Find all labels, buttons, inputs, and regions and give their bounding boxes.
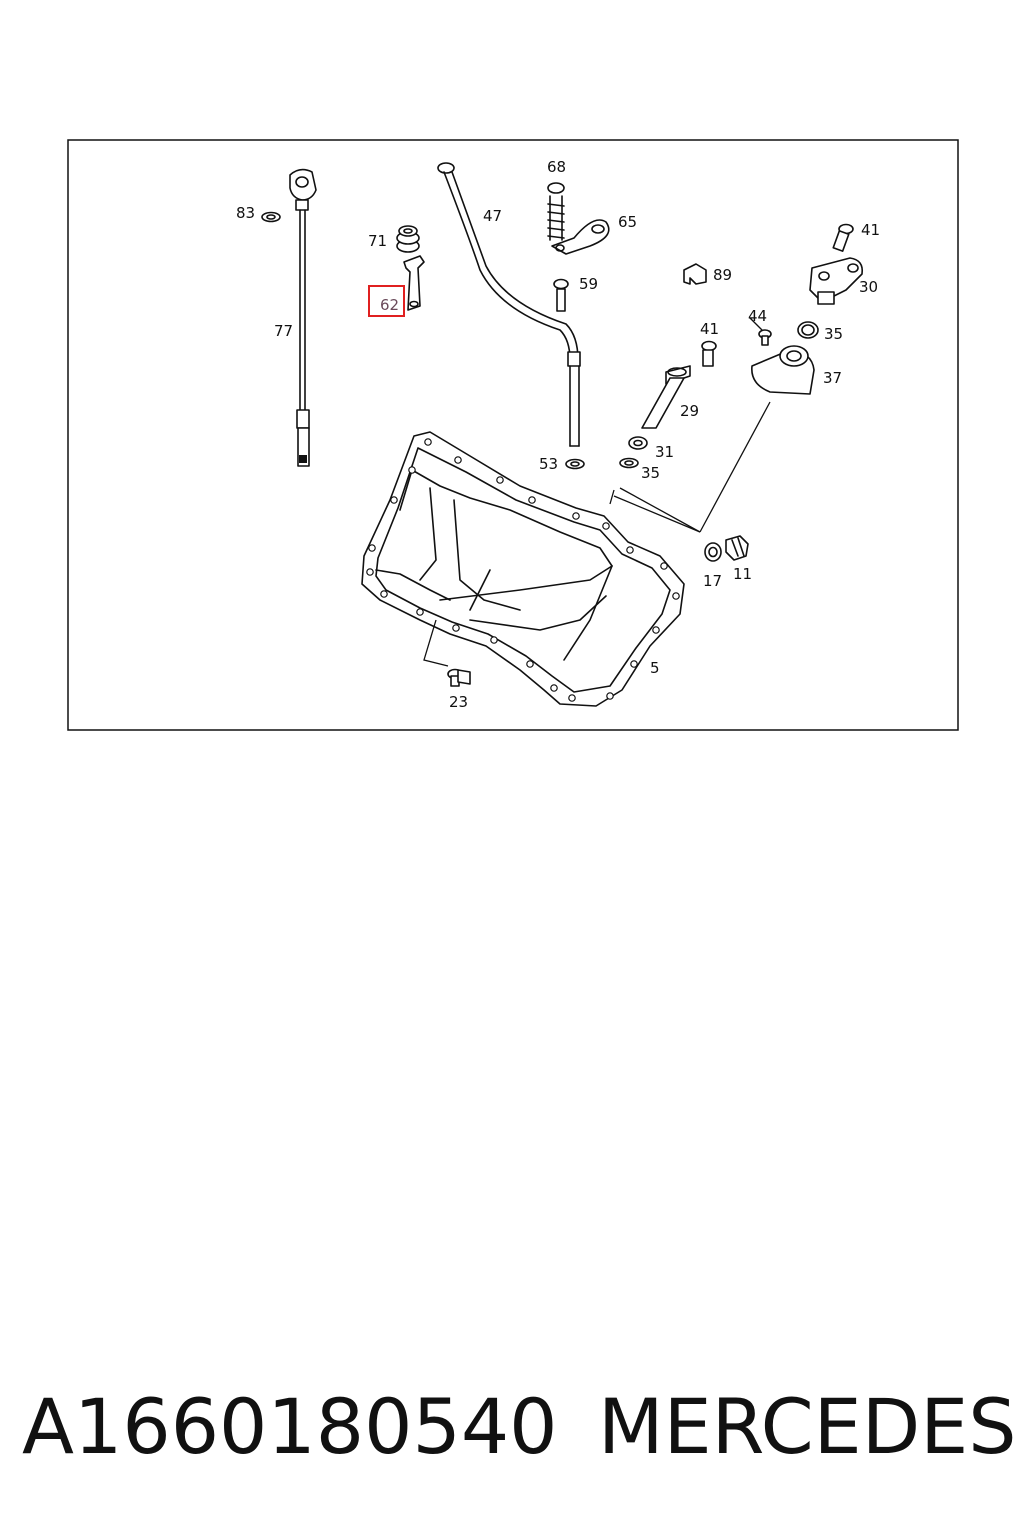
- bolt-59-part[interactable]: [553, 278, 569, 312]
- callout-47[interactable]: 47: [483, 207, 502, 225]
- callout-23[interactable]: 23: [449, 693, 468, 711]
- callout-41-middle[interactable]: 41: [700, 320, 719, 338]
- callout-41-top[interactable]: 41: [861, 221, 880, 239]
- callout-17[interactable]: 17: [703, 572, 722, 590]
- callout-44[interactable]: 44: [748, 307, 767, 325]
- oil-pan-part[interactable]: [361, 431, 685, 707]
- drain-plug-part[interactable]: [725, 535, 749, 561]
- callout-68[interactable]: 68: [547, 158, 566, 176]
- callout-59[interactable]: 59: [579, 275, 598, 293]
- callout-31[interactable]: 31: [655, 443, 674, 461]
- callout-35-right[interactable]: 35: [824, 325, 843, 343]
- callout-89[interactable]: 89: [713, 266, 732, 284]
- callout-71[interactable]: 71: [368, 232, 387, 250]
- callout-65[interactable]: 65: [618, 213, 637, 231]
- callouts: 83 77 71 62 47 68 65 59 53 89 41 30 44 3…: [236, 158, 880, 711]
- leader-lines: [423, 317, 771, 667]
- callout-77[interactable]: 77: [274, 322, 293, 340]
- guide-tube-part[interactable]: [437, 162, 581, 447]
- callout-37[interactable]: 37: [823, 369, 842, 387]
- footer: A1660180540 MERCEDES: [0, 1372, 1024, 1482]
- dipstick-part[interactable]: [289, 168, 317, 467]
- parts-diagram: 83 77 71 62 47 68 65 59 53 89 41 30 44 3…: [67, 139, 959, 731]
- sealing-ring-17-part[interactable]: [704, 542, 722, 562]
- callout-35-left[interactable]: 35: [641, 464, 660, 482]
- part-number: A1660180540: [22, 1382, 558, 1471]
- callout-30[interactable]: 30: [859, 278, 878, 296]
- seal-31-part[interactable]: [628, 436, 648, 450]
- clip-part[interactable]: [683, 263, 707, 285]
- screw-41-top-part[interactable]: [832, 223, 854, 252]
- callout-53[interactable]: 53: [539, 455, 558, 473]
- bolt-68-part[interactable]: [547, 182, 565, 241]
- bracket-part[interactable]: [403, 255, 425, 311]
- callout-62[interactable]: 62: [380, 296, 399, 314]
- diagram-frame: [67, 139, 959, 731]
- eyelet-part[interactable]: [551, 219, 610, 255]
- sensor-part[interactable]: [809, 257, 864, 305]
- o-ring-35-left-part[interactable]: [619, 457, 639, 469]
- callout-5[interactable]: 5: [650, 659, 660, 677]
- bolt-23-part[interactable]: [447, 668, 471, 687]
- o-ring-35-right-part[interactable]: [797, 321, 819, 339]
- highlight-box-62[interactable]: [368, 285, 405, 317]
- housing-37-part[interactable]: [751, 345, 815, 395]
- callout-29[interactable]: 29: [680, 402, 699, 420]
- grommet-part[interactable]: [396, 225, 420, 253]
- callout-11[interactable]: 11: [733, 565, 752, 583]
- washer-53-part[interactable]: [565, 458, 585, 470]
- sensor-tube-part[interactable]: [641, 365, 691, 429]
- screw-44-part[interactable]: [758, 329, 772, 346]
- callout-83[interactable]: 83: [236, 204, 255, 222]
- dipstick-seal-ring[interactable]: [261, 211, 281, 223]
- brand-name: MERCEDES: [598, 1382, 1017, 1471]
- screw-41-middle-part[interactable]: [701, 340, 717, 367]
